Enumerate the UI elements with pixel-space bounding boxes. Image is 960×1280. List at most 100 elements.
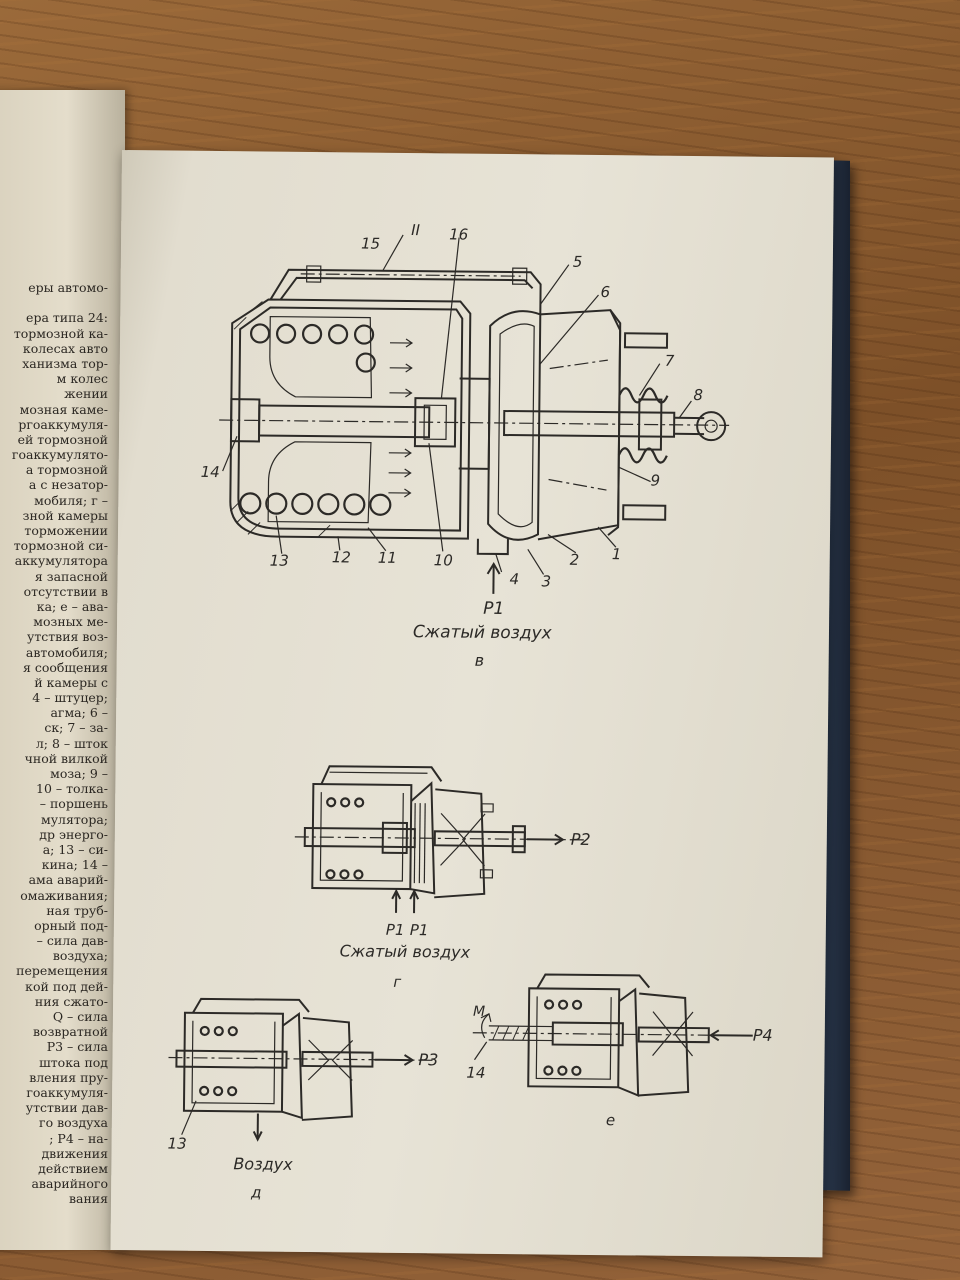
left-page-line: P3 – сила xyxy=(46,1039,108,1055)
left-page-line: тормозной ка- xyxy=(13,325,108,341)
left-page-line: – поршень xyxy=(39,796,108,812)
left-page-line: утствия воз- xyxy=(26,629,108,645)
label-2: 2 xyxy=(570,551,580,569)
left-page-line: аварийного xyxy=(31,1176,108,1192)
left-page-line: го воздуха xyxy=(39,1115,108,1131)
label-10: 10 xyxy=(434,551,453,569)
left-page-line: ей тормозной xyxy=(17,431,108,447)
left-page-line: действием xyxy=(38,1160,108,1176)
figure-d-part-13: 13 xyxy=(168,1135,187,1153)
left-page-line: а тормозной xyxy=(25,462,108,478)
figure-d-pressure-out: P3 xyxy=(418,1050,438,1069)
left-page-line: утствии дав- xyxy=(25,1100,108,1116)
left-page-line: воздуха; xyxy=(52,948,108,964)
left-page-line: вления пру- xyxy=(29,1069,108,1085)
left-page-line: ама аварий- xyxy=(28,872,108,888)
left-page-text: еры автомо-ера типа 24:тормозной ка-коле… xyxy=(0,280,108,1206)
figure-e-moment: M xyxy=(473,1004,485,1020)
figure-d-air-label: Воздух xyxy=(233,1154,293,1174)
figure-g-labels: P2 P1 P1 Сжатый воздух г xyxy=(340,830,591,991)
figure-d-sublabel: д xyxy=(250,1183,262,1201)
label-15: 15 xyxy=(361,235,380,253)
left-page-line: торможении xyxy=(24,523,108,538)
figure-g-pressure-in-a: P1 xyxy=(386,921,405,939)
left-page-line: моза; 9 – xyxy=(50,766,108,781)
left-page-line: я запасной xyxy=(34,568,108,584)
left-page-line: аккумулятора xyxy=(14,553,108,569)
left-page-line: агма; 6 – xyxy=(50,705,108,721)
figure-g-pressure-out: P2 xyxy=(571,830,591,849)
figure-e-labels: P4 M 14 е xyxy=(466,1004,773,1129)
left-page-line: колесах авто xyxy=(22,340,108,356)
figure-g-air-label: Сжатый воздух xyxy=(340,941,471,961)
brake-chamber-figures: II xyxy=(168,221,773,1201)
left-page-line: мозная каме- xyxy=(19,401,108,417)
left-page-line: автомобиля; xyxy=(25,644,108,660)
label-12: 12 xyxy=(332,548,351,566)
figure-v-pressure: P1 xyxy=(483,599,504,619)
left-page-line: мозных ме- xyxy=(33,614,108,630)
label-6: 6 xyxy=(600,283,610,301)
left-page-line: отсутствии в xyxy=(23,583,108,599)
right-page: II xyxy=(110,150,834,1258)
figure-d-labels: P3 13 Воздух д xyxy=(168,1050,439,1201)
left-page-line: кина; 14 – xyxy=(41,857,108,873)
figure-e-sublabel: е xyxy=(606,1111,615,1129)
left-page-line: м колес xyxy=(56,371,108,387)
left-page-line: я сообщения xyxy=(22,659,108,675)
spring-coils-bottom xyxy=(239,492,392,516)
left-page-line: гоаккумулято- xyxy=(11,447,108,463)
label-14: 14 xyxy=(201,463,220,481)
left-page-line: ; P4 – на- xyxy=(49,1130,108,1146)
label-16: 16 xyxy=(449,225,468,243)
left-page-line: движения xyxy=(41,1145,108,1161)
figure-e-pressure-in: P4 xyxy=(753,1026,773,1045)
label-7: 7 xyxy=(665,352,675,370)
left-page-line: ная труб- xyxy=(46,902,108,918)
left-page: еры автомо-ера типа 24:тормозной ка-коле… xyxy=(0,90,125,1250)
left-page-line: й камеры с xyxy=(34,674,108,690)
left-page-line: зной камеры xyxy=(22,507,108,523)
left-page-line: жении xyxy=(64,386,108,402)
figure-g-sublabel: г xyxy=(393,973,401,991)
left-page-line: Q – сила xyxy=(52,1009,108,1024)
left-page-line: а с незатор- xyxy=(28,477,108,493)
figure-v-labels: 15 16 5 6 7 8 9 1 2 3 4 10 11 12 13 14 P… xyxy=(201,225,704,670)
figure-d-diagram xyxy=(168,997,433,1142)
left-page-line: л; 8 – шток xyxy=(35,735,108,751)
left-page-line: омаживания; xyxy=(20,887,108,903)
figure-v-sublabel: в xyxy=(475,651,485,670)
left-page-line: вания xyxy=(68,1191,108,1207)
left-page-line: ск; 7 – за- xyxy=(44,720,108,736)
figure-g-diagram xyxy=(294,765,585,914)
label-11: 11 xyxy=(378,549,397,567)
figure-v-air-label: Сжатый воздух xyxy=(413,622,553,643)
label-9: 9 xyxy=(650,472,660,490)
left-page-line: 4 – штуцер; xyxy=(32,690,108,706)
left-page-line: др энерго- xyxy=(39,826,108,842)
label-5: 5 xyxy=(573,253,583,271)
left-page-line: ханизма тор- xyxy=(22,355,108,371)
left-page-line: еры автомо- xyxy=(28,280,108,295)
figure-v-diagram xyxy=(219,234,730,594)
left-page-line: мулятора; xyxy=(40,811,108,827)
spring-coils-top xyxy=(249,323,376,373)
left-page-line: 10 – толка- xyxy=(36,781,108,797)
left-page-line: тормозной си- xyxy=(13,538,108,554)
figure-e-diagram xyxy=(472,973,753,1097)
label-4: 4 xyxy=(509,570,519,588)
left-page-line: возвратной xyxy=(33,1024,108,1040)
left-page-line: ргоаккумуля- xyxy=(18,416,108,432)
left-page-line: ка; е – ава- xyxy=(36,598,108,614)
left-page-line: чной вилкой xyxy=(24,750,108,766)
left-page-line: – сила дав- xyxy=(36,933,108,949)
label-1: 1 xyxy=(612,545,622,563)
left-page-line: а; 13 – си- xyxy=(42,841,108,857)
left-page-line: перемещения xyxy=(16,963,108,979)
left-page-line: мобиля; г – xyxy=(34,492,108,508)
left-page-line: штока под xyxy=(39,1054,108,1070)
left-page-line: гоаккумуля- xyxy=(26,1084,108,1100)
header-mark: II xyxy=(411,221,421,239)
left-page-line: ера типа 24: xyxy=(26,310,108,326)
label-3: 3 xyxy=(541,572,551,590)
